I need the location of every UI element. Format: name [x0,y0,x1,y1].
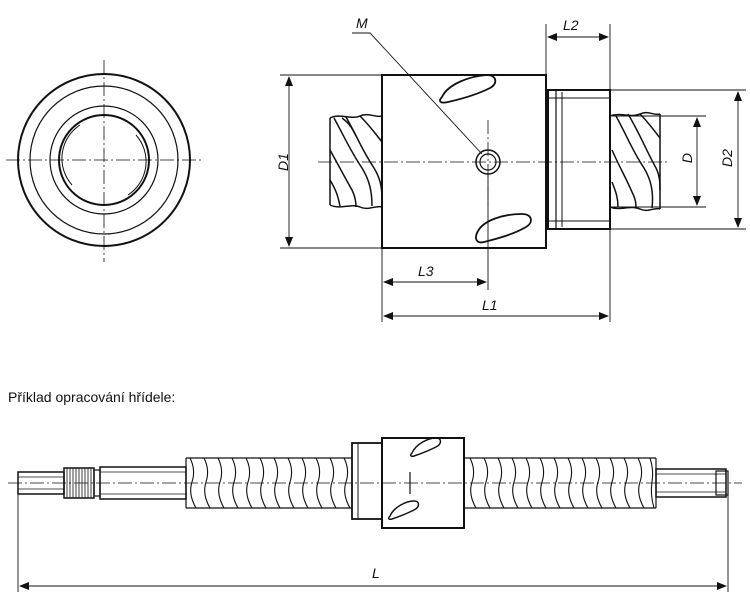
label-M: M [356,15,368,31]
label-L3: L3 [418,263,434,279]
right-screw-thread [609,111,661,212]
dimensions-top [280,24,746,322]
shaft-example-caption: Příklad opracování hřídele: [8,389,176,405]
thread-flange [547,89,611,230]
screw-thread-hatching [189,457,655,509]
assembly-flange [351,442,383,520]
label-D: D [679,153,695,163]
end-view [6,60,202,262]
left-screw-thread [329,113,383,210]
leader-M [352,32,483,155]
label-D1: D1 [275,153,291,171]
assembly-top-slot [409,437,442,457]
label-D2: D2 [719,149,735,167]
assembly-bottom-slot [387,500,420,520]
label-L2: L2 [563,17,579,33]
label-L1: L1 [482,297,498,313]
side-view [318,74,668,249]
assembly-view [8,437,742,592]
top-slot [439,74,497,104]
label-L: L [372,565,380,581]
bottom-slot [475,213,532,244]
end-view-centerlines [6,60,202,262]
nut-body [381,74,547,249]
